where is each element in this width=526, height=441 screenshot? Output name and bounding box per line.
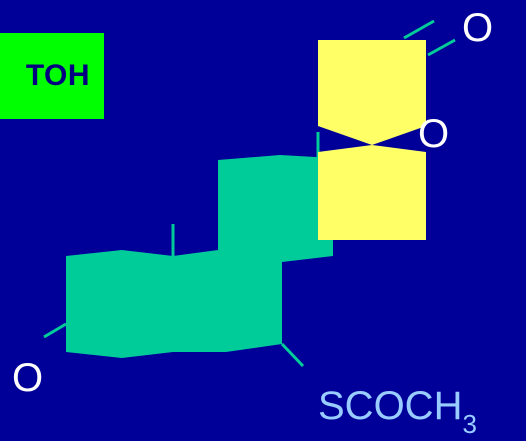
bond-scoch3: [280, 342, 305, 368]
label-box: ТОН: [0, 33, 104, 119]
bond-top-oxygen-1: [403, 19, 435, 40]
scoch3-subscript: 3: [462, 409, 477, 439]
oxygen-top: O: [462, 6, 494, 50]
scoch3-main: SCOCH: [318, 384, 463, 428]
ring-lactone: [318, 40, 426, 145]
label-text: ТОН: [25, 59, 90, 92]
ring-b: [173, 250, 282, 352]
bond-lower-oxygen: [43, 322, 67, 339]
oxygen-ring: O: [418, 112, 450, 156]
ring-a: [66, 250, 173, 358]
bond-top-oxygen-2: [427, 38, 456, 57]
oxygen-left: O: [12, 356, 44, 400]
ring-c: [218, 155, 333, 262]
scoch3-group: SCOCH3: [318, 384, 477, 437]
ring-d: [318, 145, 426, 240]
